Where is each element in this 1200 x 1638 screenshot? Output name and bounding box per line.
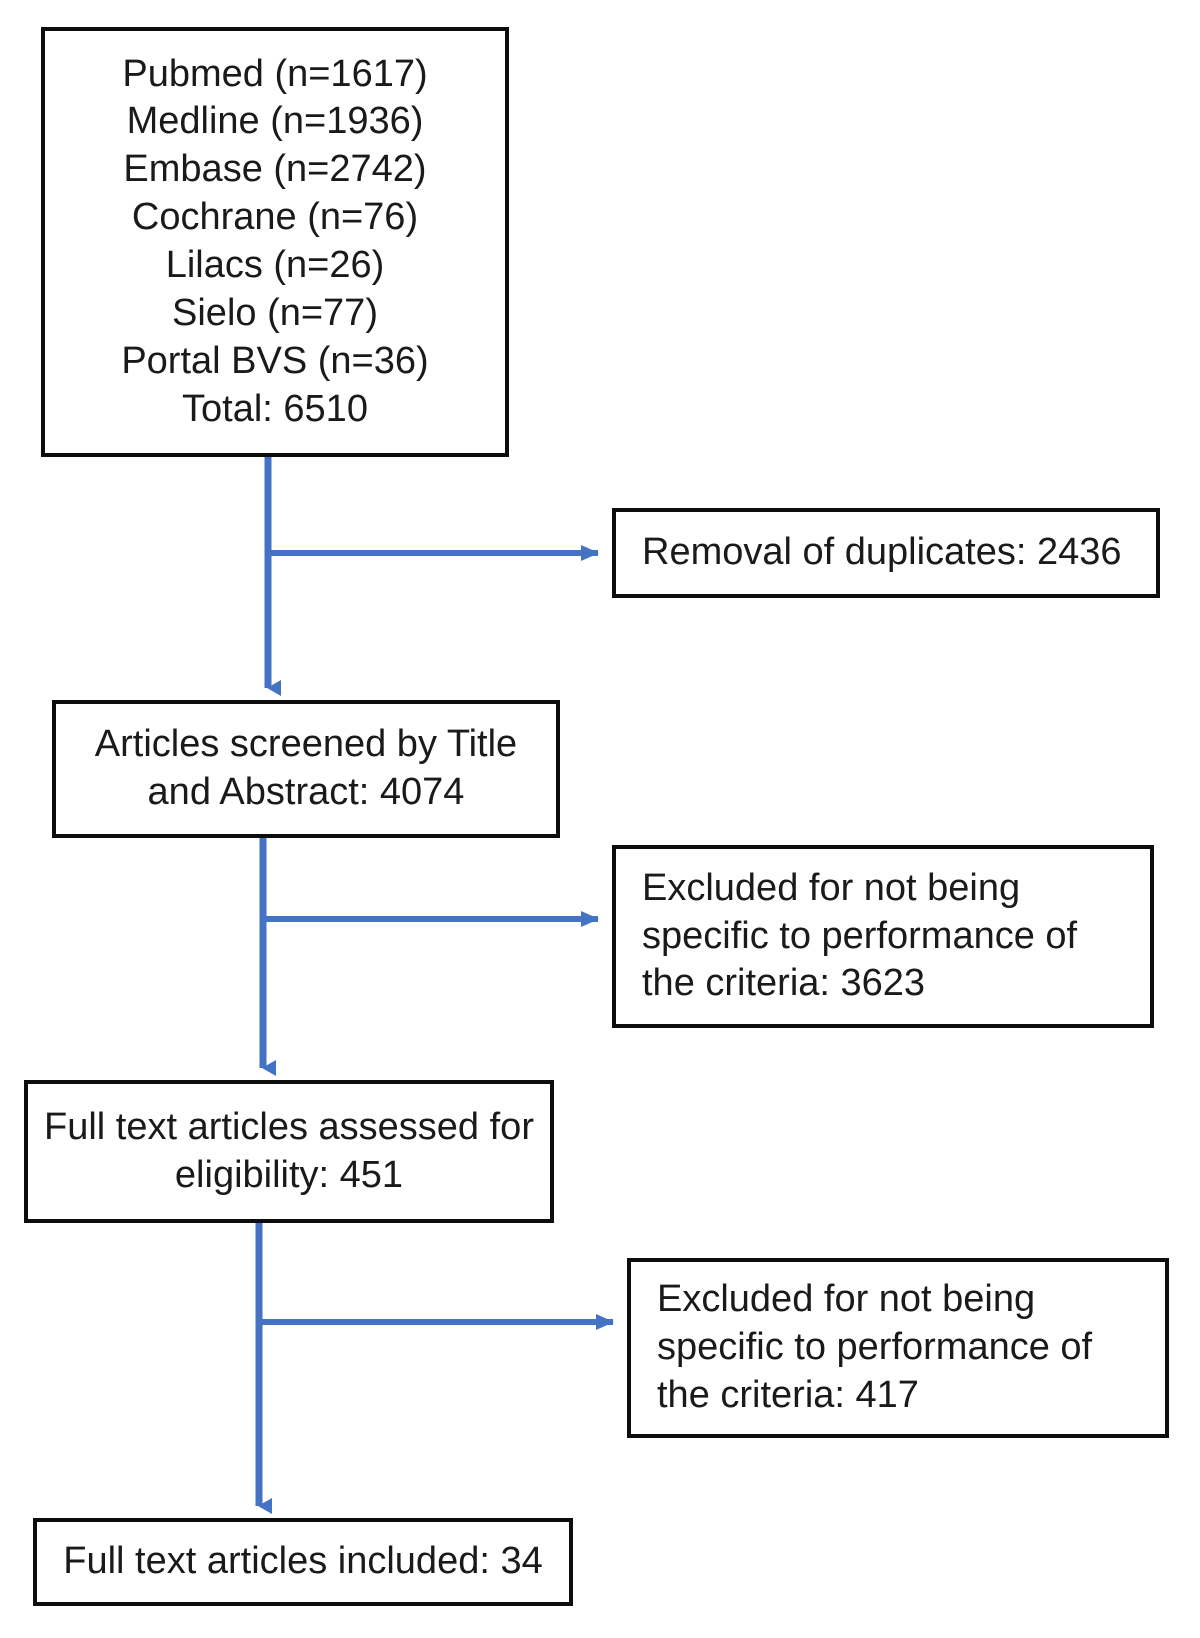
excluded-screening-line-2: specific to performance of: [642, 914, 1078, 957]
node-articles-screened: Articles screened by Title and Abstract:…: [52, 700, 560, 838]
node-fulltext-assessed: Full text articles assessed for eligibil…: [24, 1080, 554, 1223]
fulltext-assessed-line-1: Full text articles assessed for: [44, 1105, 534, 1148]
included-line-1: Full text articles included: 34: [63, 1540, 543, 1583]
source-line-embase: Embase (n=2742): [123, 148, 427, 191]
source-line-sielo: Sielo (n=77): [172, 291, 378, 334]
node-excluded-fulltext: Excluded for not being specific to perfo…: [627, 1258, 1169, 1438]
source-line-total: Total: 6510: [182, 387, 368, 430]
fulltext-assessed-line-2: eligibility: 451: [174, 1153, 404, 1196]
source-line-portal-bvs: Portal BVS (n=36): [121, 339, 429, 382]
excluded-screening-line-3: the criteria: 3623: [642, 962, 926, 1005]
node-removal-of-duplicates: Removal of duplicates: 2436: [612, 508, 1160, 598]
duplicates-line-1: Removal of duplicates: 2436: [642, 531, 1122, 574]
excluded-screening-line-1: Excluded for not being: [642, 866, 1021, 909]
source-line-lilacs: Lilacs (n=26): [165, 244, 385, 286]
node-articles-included: Full text articles included: 34: [33, 1518, 573, 1606]
source-line-medline: Medline (n=1936): [126, 100, 424, 143]
screened-line-2: and Abstract: 4074: [147, 771, 465, 813]
source-line-pubmed: Pubmed (n=1617): [122, 52, 428, 95]
source-line-cochrane: Cochrane (n=76): [131, 196, 419, 239]
excluded-fulltext-line-1: Excluded for not being: [657, 1278, 1036, 1321]
screened-line-1: Articles screened by Title: [94, 723, 518, 766]
node-excluded-screening: Excluded for not being specific to perfo…: [612, 845, 1154, 1028]
excluded-fulltext-line-2: specific to performance of: [657, 1326, 1093, 1369]
excluded-fulltext-line-3: the criteria: 417: [657, 1373, 919, 1416]
node-database-sources: Pubmed (n=1617) Medline (n=1936) Embase …: [41, 27, 509, 457]
